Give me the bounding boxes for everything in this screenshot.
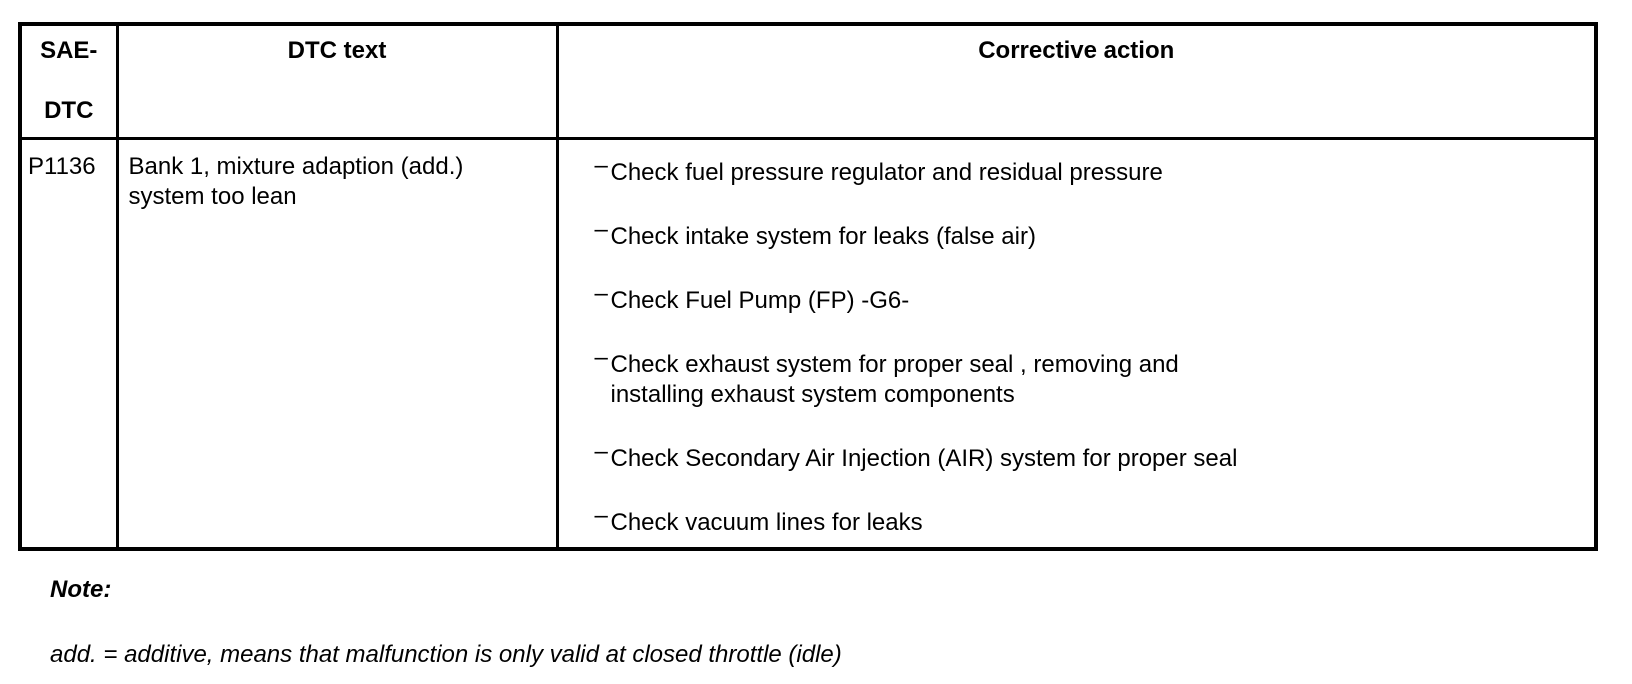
corrective-action-text: Check Secondary Air Injection (AIR) syst… — [610, 444, 1238, 472]
header-sae-line2: DTC — [44, 97, 94, 124]
table-row: P1136 Bank 1, mixture adaption (add.) sy… — [18, 136, 1598, 551]
corrective-action-text: Check intake system for leaks (false air… — [610, 222, 1036, 250]
corrective-action-item: – Check exhaust system for proper seal ,… — [595, 344, 1585, 410]
dtc-table: SAE- DTC DTC text Corrective action P113… — [18, 22, 1598, 551]
corrective-action-text: Check exhaust system for proper seal , r… — [610, 350, 1179, 408]
dash-icon: – — [594, 151, 608, 179]
corrective-action-text: Check Fuel Pump (FP) -G6- — [610, 286, 910, 314]
dash-icon: – — [594, 437, 608, 465]
dash-icon: – — [594, 343, 608, 371]
cell-dtc-text: Bank 1, mixture adaption (add.) system t… — [115, 136, 559, 551]
note-section: Note: add. = additive, means that malfun… — [50, 575, 842, 670]
cell-dtc-code: P1136 — [18, 136, 119, 551]
header-dtc-text: DTC text — [115, 22, 559, 140]
header-sae-line1: SAE- — [40, 37, 98, 64]
corrective-action-text: Check fuel pressure regulator and residu… — [610, 158, 1163, 186]
corrective-action-item: – Check intake system for leaks (false a… — [595, 216, 1585, 252]
corrective-action-item: – Check vacuum lines for leaks — [595, 502, 1585, 538]
note-label: Note: — [50, 576, 112, 603]
dash-icon: – — [594, 279, 608, 307]
dash-icon: – — [594, 501, 608, 529]
note-text: add. = additive, means that malfunction … — [50, 641, 842, 668]
corrective-actions-list: – Check fuel pressure regulator and resi… — [560, 152, 1585, 538]
corrective-action-item: – Check fuel pressure regulator and resi… — [595, 152, 1585, 188]
cell-corrective-actions: – Check fuel pressure regulator and resi… — [555, 136, 1598, 551]
dash-icon: – — [594, 215, 608, 243]
corrective-action-item: – Check Secondary Air Injection (AIR) sy… — [595, 438, 1585, 474]
table-header-row: SAE- DTC DTC text Corrective action — [18, 22, 1598, 140]
header-sae-dtc: SAE- DTC — [18, 22, 119, 140]
header-corrective-action: Corrective action — [555, 22, 1598, 140]
corrective-action-item: – Check Fuel Pump (FP) -G6- — [595, 280, 1585, 316]
corrective-action-text: Check vacuum lines for leaks — [610, 508, 923, 536]
